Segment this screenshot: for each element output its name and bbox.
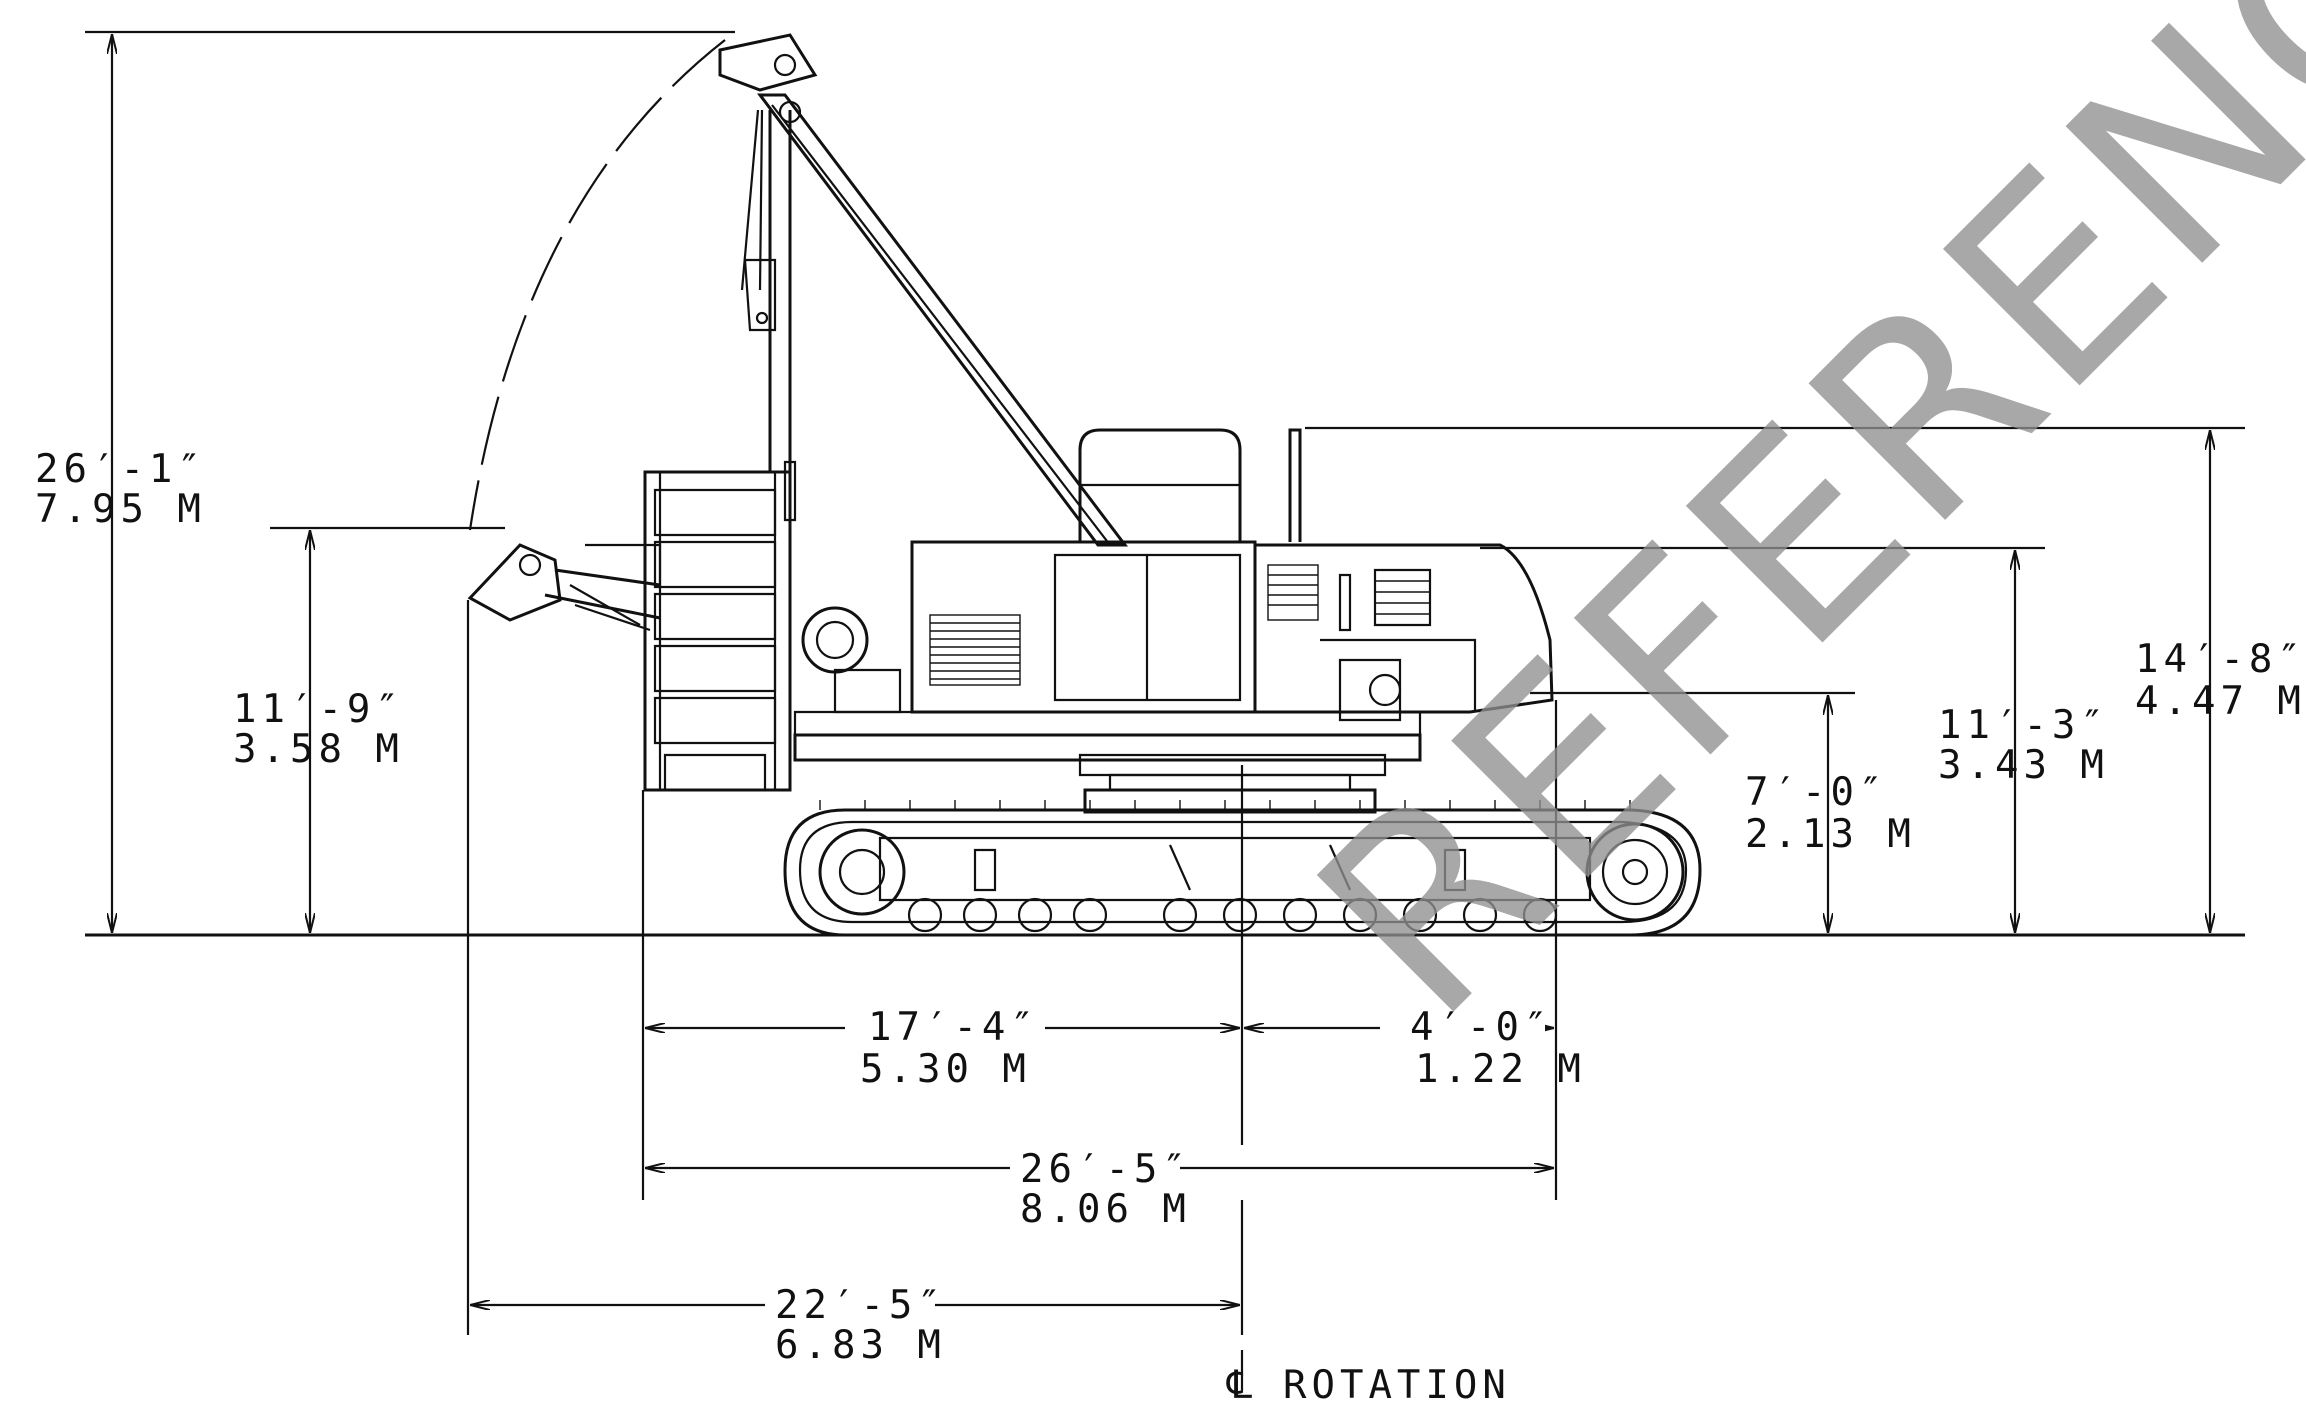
side-frame-stack [643,470,792,792]
cab-height-metric: 3.43 M [1938,743,2109,788]
overall-length-imperial: 26′-5″ [1020,1147,1191,1192]
dimension-labels: 26′-1″ 7.95 M 11′-9″ 3.58 M 17′-4″ 5.30 … [35,447,2306,1408]
carbody [1078,753,1387,814]
overall-height-metric: 7.95 M [35,487,206,532]
boom-swing-arc [468,39,726,531]
machine-height-imperial: 14′-8″ [2135,637,2306,682]
boom-lowered [467,543,662,632]
dimension-lines [85,30,2245,1390]
grille [929,564,1319,686]
front-length-imperial: 17′-4″ [868,1005,1039,1050]
rotation-label: ROTATION [1283,1363,1511,1408]
machine-height-metric: 4.47 M [2135,679,2306,724]
boom-tip-height-imperial: 11′-9″ [233,687,404,732]
front-length-metric: 5.30 M [860,1047,1031,1092]
boom-tip-height-metric: 3.58 M [233,727,404,772]
cab-height-imperial: 11′-3″ [1938,703,2109,748]
machine-outline [85,33,2245,937]
upper-structure [793,428,1554,762]
counterweight-height-imperial: 7′-0″ [1745,770,1887,815]
counterweight-height-metric: 2.13 M [1745,812,1916,857]
overall-height-imperial: 26′-1″ [35,447,206,492]
counterweight-offset-imperial: 4′-0″ [1410,1005,1552,1050]
counterweight-offset-metric: 1.22 M [1415,1047,1586,1092]
reach-metric: 6.83 M [775,1323,946,1368]
centerline-symbol: ℄ [1226,1363,1257,1408]
reach-imperial: 22′-5″ [775,1283,946,1328]
crawler-track [783,800,1702,937]
reference-watermark: REFERENCE [1262,0,2306,1075]
boom-raised [718,33,1129,547]
overall-length-metric: 8.06 M [1020,1187,1191,1232]
